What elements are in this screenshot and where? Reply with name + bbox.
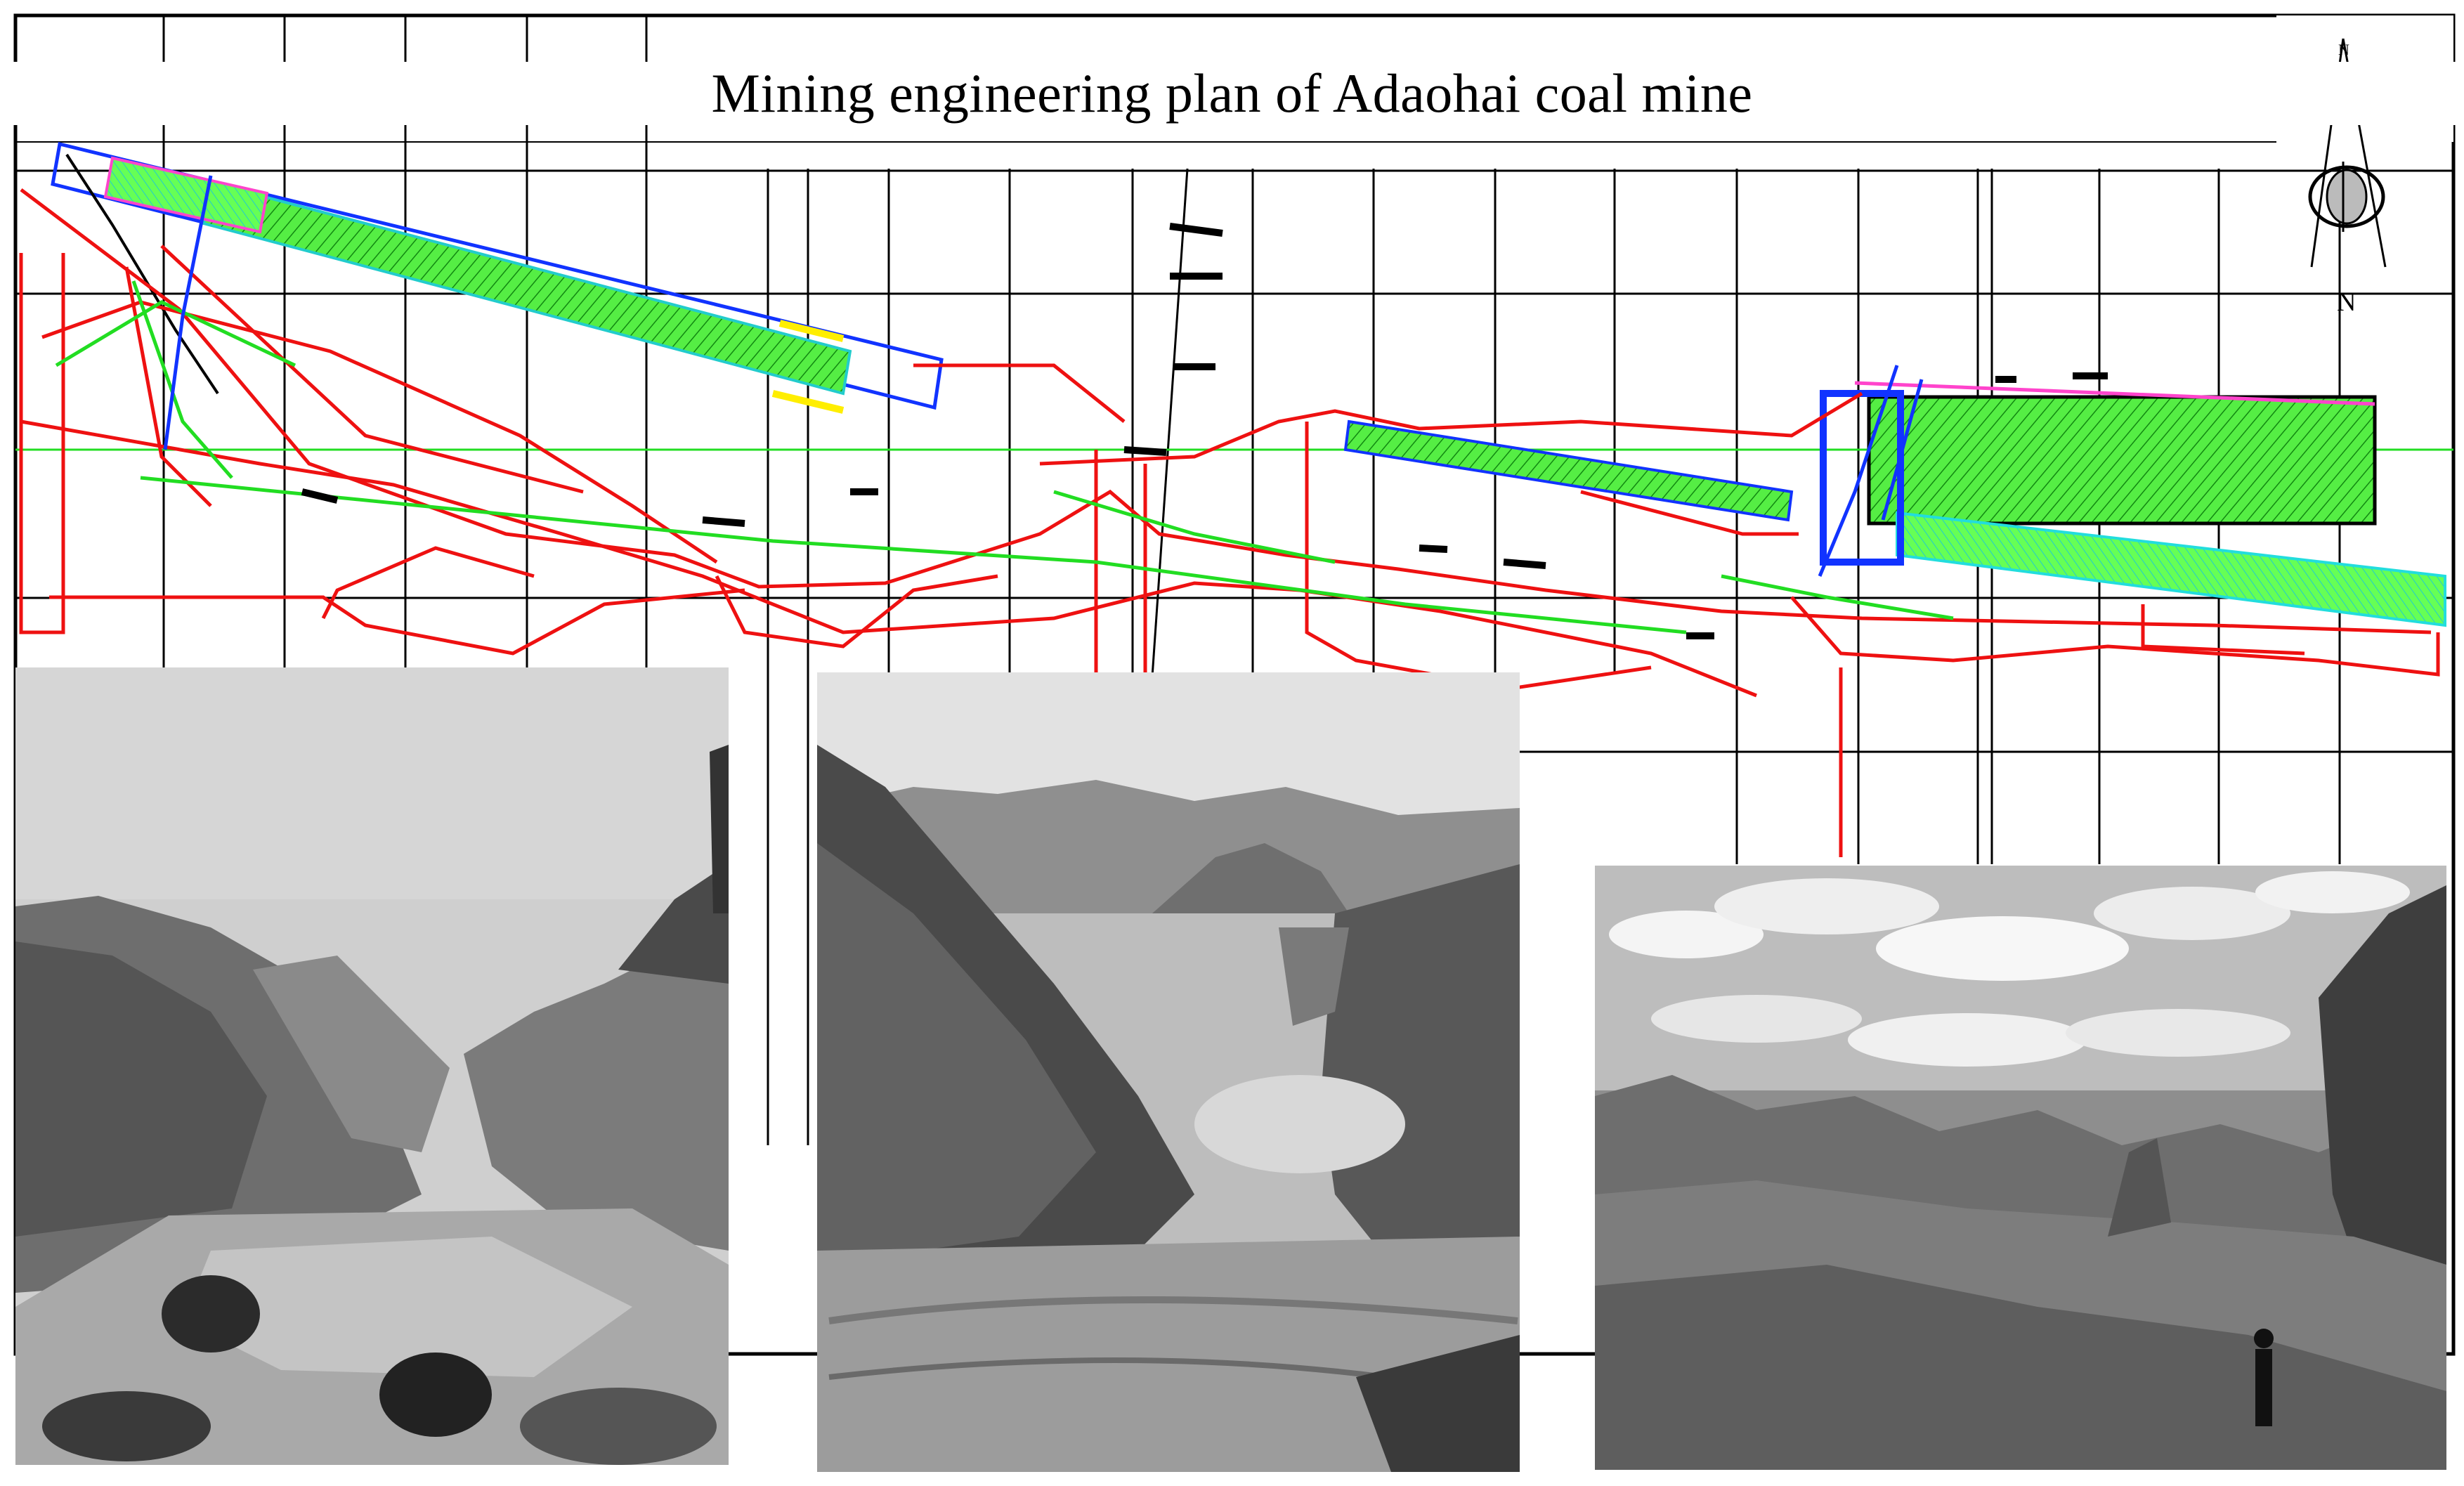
north-label: N xyxy=(2338,41,2349,58)
workface-east xyxy=(1343,381,2446,627)
valley-photo-right xyxy=(1595,866,2446,1470)
workface-north xyxy=(51,141,944,414)
annotation-marks xyxy=(301,223,2108,639)
roadway-green xyxy=(55,280,1954,634)
roadway-network xyxy=(19,188,2440,857)
roadway-blue xyxy=(163,175,1924,577)
map-title: Mining engineering plan of Adaohai coal … xyxy=(0,60,2464,126)
valley-photo-left xyxy=(15,667,729,1465)
south-label: N xyxy=(2337,287,2357,317)
valley-photo-middle xyxy=(817,672,1520,1472)
